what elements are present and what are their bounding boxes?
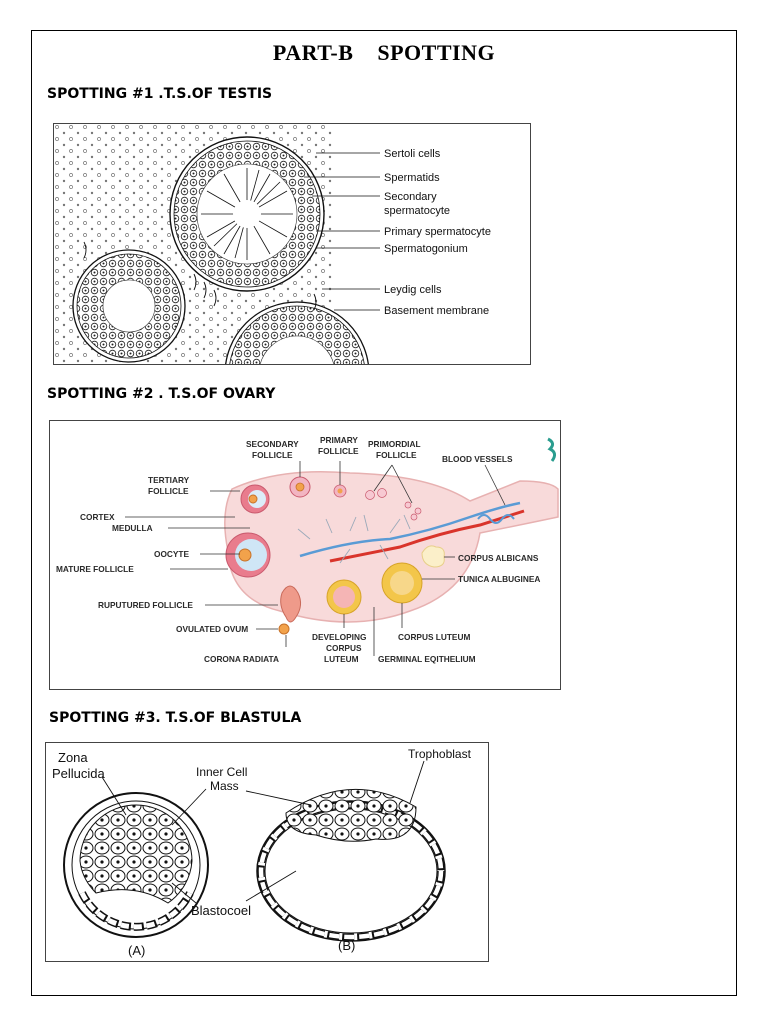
label-cortex: CORTEX (80, 512, 115, 522)
ovary-diagram: SECONDARY FOLLICLE PRIMARY FOLLICLE PRIM… (50, 421, 561, 690)
label-tertiary-follicle-1: TERTIARY (148, 475, 190, 485)
corpus-luteum (382, 563, 422, 603)
label-leydig-cells: Leydig cells (384, 284, 442, 296)
label-sertoli-cells: Sertoli cells (384, 148, 441, 160)
label-blood-vessels: BLOOD VESSELS (442, 454, 513, 464)
testis-diagram: Sertoli cells Spermatids Secondary sperm… (54, 124, 531, 365)
label-tertiary-follicle-2: FOLLICLE (148, 486, 189, 496)
ovary-figure: SECONDARY FOLLICLE PRIMARY FOLLICLE PRIM… (49, 420, 561, 690)
spotting-1-heading: SPOTTING #1 .T.S.OF TESTIS (47, 86, 272, 102)
secondary-follicle (290, 477, 310, 497)
developing-corpus-luteum (327, 580, 361, 614)
blastula-diagram: Zona Pellucida Inner Cell Mass Trophobla… (46, 743, 489, 962)
label-developing-1: DEVELOPING (312, 632, 366, 642)
label-secondary-line2: spermatocyte (384, 205, 450, 217)
label-primary-follicle-1: PRIMARY (320, 435, 358, 445)
label-inner-cell: Inner Cell (196, 765, 247, 779)
label-secondary-follicle-2: FOLLICLE (252, 450, 293, 460)
label-primordial-follicle-1: PRIMORDIAL (368, 439, 421, 449)
label-developing-3: LUTEUM (324, 654, 359, 664)
label-spermatogonium: Spermatogonium (384, 243, 468, 255)
label-secondary-line1: Secondary (384, 191, 437, 203)
label-spermatids: Spermatids (384, 172, 440, 184)
spotting-3-heading: SPOTTING #3. T.S.OF BLASTULA (49, 710, 301, 726)
label-figure-b: (B) (338, 938, 355, 953)
spotting-2-heading: SPOTTING #2 . T.S.OF OVARY (47, 386, 275, 402)
tertiary-follicle (241, 485, 269, 513)
testis-figure: Sertoli cells Spermatids Secondary sperm… (53, 123, 531, 365)
label-tunica-albuginea: TUNICA ALBUGINEA (458, 574, 540, 584)
label-mass: Mass (210, 779, 239, 793)
label-secondary-follicle-1: SECONDARY (246, 439, 299, 449)
primary-follicle (334, 485, 346, 497)
label-primary-spermatocyte: Primary spermatocyte (384, 226, 491, 238)
blastula-a (64, 793, 208, 937)
label-corpus-luteum: CORPUS LUTEUM (398, 632, 470, 642)
label-blastocoel: Blastocoel (191, 903, 251, 918)
page-title: PART-B SPOTTING (0, 40, 768, 66)
label-primordial-follicle-2: FOLLICLE (376, 450, 417, 460)
mature-follicle (226, 533, 270, 577)
seminiferous-tubule-left (73, 250, 185, 362)
label-corpus-albicans: CORPUS ALBICANS (458, 553, 539, 563)
label-zona: Zona (58, 750, 88, 765)
label-mature-follicle: MATURE FOLLICLE (56, 564, 134, 574)
label-basement-membrane: Basement membrane (384, 305, 489, 317)
label-developing-2: CORPUS (326, 643, 362, 653)
label-germinal-epithelium: GERMINAL EQITHELIUM (378, 654, 476, 664)
label-ruptured-follicle: RUPUTURED FOLLICLE (98, 600, 193, 610)
blastula-figure: Zona Pellucida Inner Cell Mass Trophobla… (45, 742, 489, 962)
seminiferous-tubule-main (170, 137, 324, 291)
label-ovulated-ovum: OVULATED OVUM (176, 624, 248, 634)
label-medulla: MEDULLA (112, 523, 153, 533)
blastula-b (257, 789, 445, 941)
label-figure-a: (A) (128, 943, 145, 958)
label-primary-follicle-2: FOLLICLE (318, 446, 359, 456)
label-pellucida: Pellucida (52, 766, 106, 781)
label-corona-radiata: CORONA RADIATA (204, 654, 279, 664)
label-oocyte: OOCYTE (154, 549, 190, 559)
label-trophoblast: Trophoblast (408, 747, 472, 761)
